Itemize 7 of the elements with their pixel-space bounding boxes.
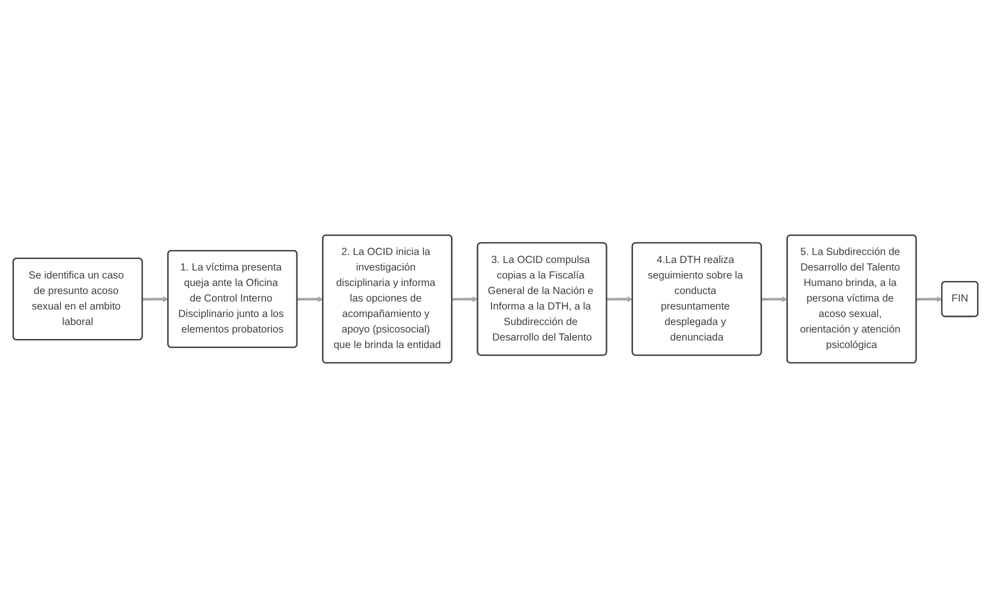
arrow — [297, 296, 324, 302]
arrow — [606, 296, 633, 302]
arrow — [762, 296, 788, 302]
flowchart: Se identifica un caso de presunto acoso sexual en el ambito laboral 1. La víctima presenta queja ante la Oficina de Control Interno Disciplinario junto a los elementos probatorios 2. La OCID inicia la investigación disciplinaria y informa las opciones de acompañamiento y apoyo (psicosocial) que le brinda la entidad 3. La OCID compulsa copias a la Fiscalía General de la Nación e Informa a la DTH, a la Subdirección de Desarrollo del Talento 4.La DTH realiza seguimiento sobre la conducta presuntamente desplegada y denunciada 5. La Subdirección de Desarrollo del Talento Humano brinda, a la persona víctima de acoso sexual, orientación y atención psicológica FIN — [8, 230, 983, 368]
arrow — [142, 296, 169, 302]
arrow — [916, 296, 942, 302]
arrow — [452, 296, 478, 302]
